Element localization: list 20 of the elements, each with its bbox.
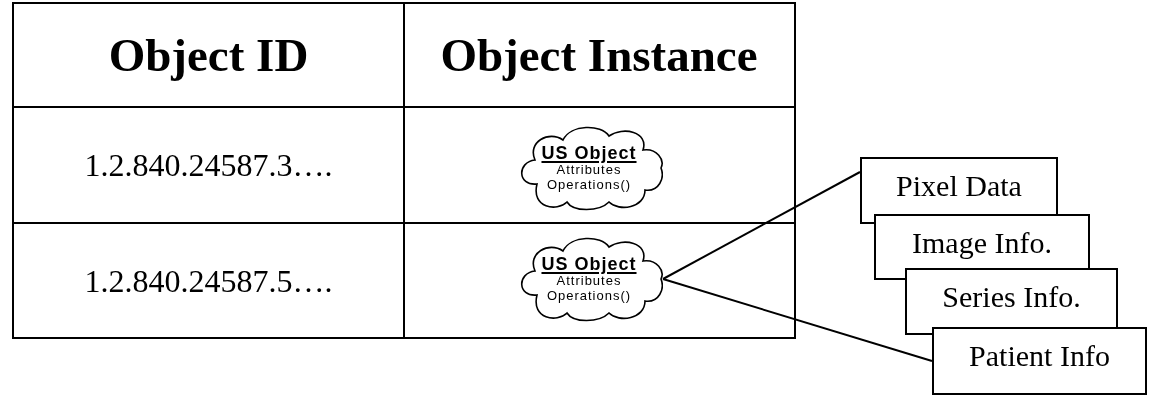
class-name: US Object: [541, 253, 637, 275]
object-id-text: 1.2.840.24587.3….: [84, 149, 333, 181]
attributes-label: Attributes: [556, 163, 622, 179]
connector-line: [662, 278, 933, 362]
column-header: Object Instance: [440, 31, 758, 79]
operations-label: Operations(): [546, 178, 632, 194]
class-name: US Object: [541, 142, 637, 164]
card-label: Pixel Data: [896, 171, 1022, 201]
card-label: Series Info.: [942, 282, 1081, 312]
attributes-label: Attributes: [556, 274, 622, 290]
connector-line: [662, 171, 861, 280]
column-header: Object ID: [108, 31, 309, 79]
info-card: [860, 157, 1058, 214]
info-card: [905, 268, 1118, 327]
card-label: Image Info.: [912, 228, 1052, 258]
card-label: Patient Info: [969, 341, 1110, 371]
info-card: [874, 214, 1090, 268]
object-id-text: 1.2.840.24587.5….: [84, 265, 333, 297]
operations-label: Operations(): [546, 289, 632, 305]
info-card: [932, 327, 1147, 395]
